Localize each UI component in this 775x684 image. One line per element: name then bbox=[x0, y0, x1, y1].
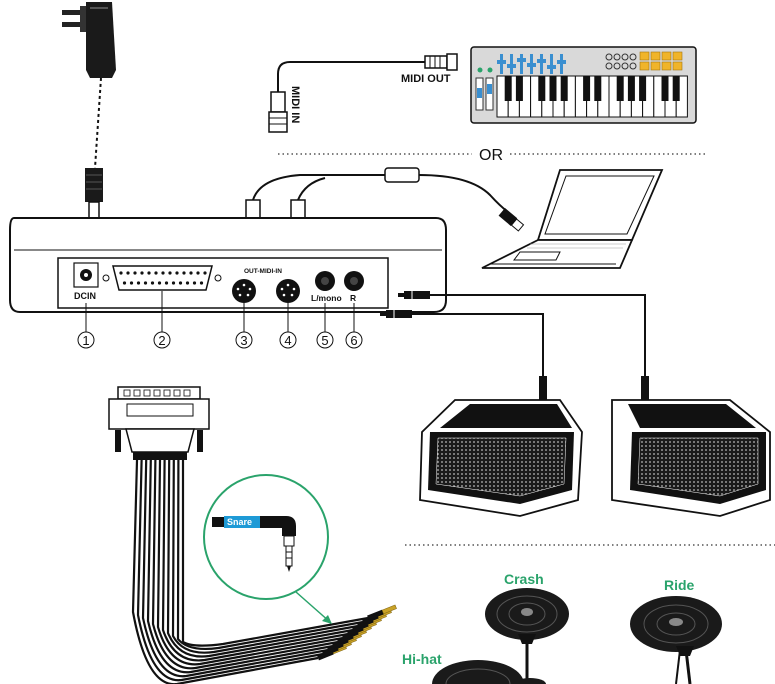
drum-module bbox=[9, 217, 447, 313]
snake-wire bbox=[161, 459, 349, 662]
black-key bbox=[672, 76, 680, 101]
db25-pin bbox=[203, 271, 207, 275]
db25-pin bbox=[189, 271, 193, 275]
snake-wire bbox=[176, 459, 364, 651]
midi-keyboard bbox=[470, 46, 697, 124]
db25-pin bbox=[133, 271, 137, 275]
ride-label: Ride bbox=[664, 577, 695, 593]
snake-wire bbox=[171, 459, 359, 654]
db25-pin bbox=[161, 271, 165, 275]
hihat-label: Hi-hat bbox=[402, 651, 442, 667]
snake-wire bbox=[131, 459, 319, 684]
laptop bbox=[481, 169, 664, 269]
cymbal-ride bbox=[630, 596, 722, 684]
cymbal-crash bbox=[485, 588, 569, 684]
midi-in-label: MIDI IN bbox=[289, 86, 301, 123]
db25-pin bbox=[178, 281, 183, 285]
snake-wire bbox=[181, 460, 369, 647]
black-key bbox=[594, 76, 602, 101]
dcin-label: DCIN bbox=[74, 291, 96, 301]
amplifier-left bbox=[419, 399, 583, 517]
black-key bbox=[661, 76, 669, 101]
black-key bbox=[515, 76, 523, 101]
black-key bbox=[616, 76, 624, 101]
db25-pin bbox=[154, 271, 158, 275]
db25-pin bbox=[136, 281, 141, 285]
snake-wire bbox=[166, 459, 354, 658]
snake-plug bbox=[367, 604, 397, 621]
db25-pin bbox=[140, 271, 144, 275]
db25-pin bbox=[196, 271, 200, 275]
lmono-label: L/mono bbox=[311, 293, 342, 303]
r-label: R bbox=[350, 293, 356, 303]
db25-pin bbox=[199, 281, 204, 285]
cymbal-hihat bbox=[432, 660, 546, 684]
db25-pin bbox=[129, 281, 134, 285]
black-key bbox=[504, 76, 512, 101]
midi-out-label: MIDI OUT bbox=[401, 73, 451, 85]
snake-wire bbox=[156, 459, 344, 666]
db25-pin bbox=[182, 271, 186, 275]
db25-pin bbox=[175, 271, 179, 275]
snake-wire bbox=[136, 459, 324, 682]
power-adapter bbox=[62, 2, 116, 253]
db25-pin bbox=[147, 271, 151, 275]
amplifier-right bbox=[611, 399, 771, 517]
db25-pin bbox=[171, 281, 176, 285]
db25-pin bbox=[192, 281, 197, 285]
black-key bbox=[549, 76, 557, 101]
black-key bbox=[583, 76, 591, 101]
db25-pin bbox=[164, 281, 169, 285]
snare-label: Snare bbox=[227, 517, 252, 527]
port-number-3: 3 bbox=[240, 333, 247, 348]
snare-callout bbox=[203, 474, 332, 624]
black-key bbox=[639, 76, 647, 101]
snake-wire bbox=[151, 459, 339, 670]
snake-cable bbox=[108, 386, 397, 684]
db25-pin bbox=[185, 281, 190, 285]
crash-label: Crash bbox=[504, 571, 544, 587]
port-number-4: 4 bbox=[284, 333, 291, 348]
port-number-2: 2 bbox=[158, 333, 165, 348]
port-number-1: 1 bbox=[82, 333, 89, 348]
db25-pin bbox=[143, 281, 148, 285]
port-number-5: 5 bbox=[321, 333, 328, 348]
black-key bbox=[538, 76, 546, 101]
black-key bbox=[560, 76, 568, 101]
snake-wire bbox=[141, 459, 329, 678]
snake-wire bbox=[146, 459, 334, 674]
port-callouts bbox=[77, 291, 363, 349]
out-midi-in-label: OUT-MIDI-IN bbox=[244, 268, 282, 275]
midi-cable-top bbox=[268, 53, 458, 133]
db25-pin bbox=[168, 271, 172, 275]
db25-pin bbox=[157, 281, 162, 285]
black-key bbox=[627, 76, 635, 101]
db25-pin bbox=[126, 271, 130, 275]
or-label: OR bbox=[479, 147, 503, 164]
db25-pin bbox=[119, 271, 123, 275]
db25-pin bbox=[150, 281, 155, 285]
port-number-6: 6 bbox=[350, 333, 357, 348]
db25-pin bbox=[122, 281, 127, 285]
